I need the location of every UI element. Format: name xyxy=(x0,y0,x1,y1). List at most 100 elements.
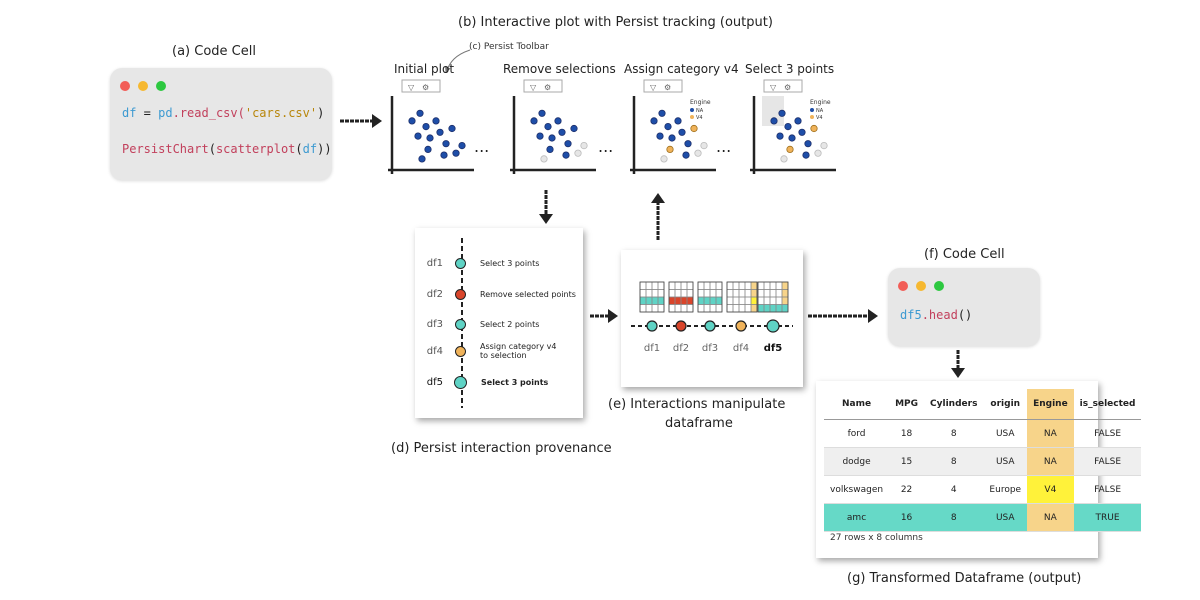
df-label: df5 xyxy=(764,343,783,354)
grid-cell xyxy=(709,289,717,298)
scatter-point xyxy=(666,145,674,153)
scatter-point xyxy=(678,128,686,136)
grid-cell xyxy=(744,289,752,298)
table-row: volkswagen 22 4 Europe V4 FALSE xyxy=(824,475,1142,504)
scatter-point xyxy=(700,142,708,150)
grid-cell xyxy=(709,304,717,313)
scatter-point xyxy=(452,149,460,157)
table-cell: ford xyxy=(824,419,890,448)
scatter-point xyxy=(786,145,794,153)
arrow-f-to-g xyxy=(951,350,965,378)
grid-cell xyxy=(744,296,752,305)
scatter-point xyxy=(668,134,676,142)
table-header-row: Name MPG Cylinders origin Engine is_sele… xyxy=(824,389,1142,420)
grid-cell xyxy=(763,281,771,290)
provenance-node-id: df5 xyxy=(426,376,443,388)
selection-brush xyxy=(762,96,784,126)
persist-toolbar xyxy=(523,79,563,93)
dataframe-grid xyxy=(757,281,789,313)
code-token: () xyxy=(957,308,973,322)
ellipsis-1: ... xyxy=(474,137,489,156)
table-footer: 27 rows x 8 columns xyxy=(830,533,923,543)
grid-cell xyxy=(769,281,777,290)
table-cell: 18 xyxy=(889,419,925,448)
scatter-point xyxy=(674,117,682,125)
grid-cell xyxy=(674,289,682,298)
code-token: df5 xyxy=(900,308,922,322)
ellipsis-2: ... xyxy=(598,137,613,156)
caption-f: (f) Code Cell xyxy=(924,247,1005,262)
grid-cell xyxy=(738,296,746,305)
grid-cell xyxy=(657,289,665,298)
code-token: ( xyxy=(295,142,303,156)
code-token: .head xyxy=(921,308,958,322)
grid-cell xyxy=(645,304,653,313)
provenance-node-id: df4 xyxy=(426,345,443,357)
settings-icon: ⚙ xyxy=(664,83,671,92)
grid-cell xyxy=(651,289,659,298)
timeline-dot-icon xyxy=(735,320,747,332)
table-cell: NA xyxy=(1027,447,1074,476)
grid-cell xyxy=(775,289,783,298)
provenance-node[interactable]: df4 Assign category v4 to selection xyxy=(415,342,562,360)
grid-cell xyxy=(732,281,740,290)
caption-a: (a) Code Cell xyxy=(172,44,256,59)
scatter-point xyxy=(408,117,416,125)
scatter-point xyxy=(530,117,538,125)
scatter-point xyxy=(656,132,664,140)
table-header: Cylinders xyxy=(924,389,984,420)
toolbar-annotation-arrow xyxy=(445,49,471,73)
code-token: df xyxy=(302,142,318,156)
close-dot-icon xyxy=(120,81,130,91)
grid-cell xyxy=(668,289,676,298)
scatter-point xyxy=(820,142,828,150)
scatter-point xyxy=(442,140,450,148)
table-row: dodge 15 8 USA NA FALSE xyxy=(824,447,1142,476)
settings-icon: ⚙ xyxy=(784,83,791,92)
row-highlight xyxy=(758,304,788,312)
scatter-point xyxy=(564,140,572,148)
caption-e-2: dataframe xyxy=(665,416,733,431)
maximize-dot-icon xyxy=(934,281,945,291)
persist-toolbar xyxy=(401,79,441,93)
filter-icon: ▽ xyxy=(770,83,777,92)
legend-label: V4 xyxy=(696,115,703,121)
code-line-f: df5.head() xyxy=(900,308,972,322)
grid-cell xyxy=(686,289,694,298)
scatter-point xyxy=(458,142,466,150)
timeline-dot-icon xyxy=(766,319,780,333)
window-controls xyxy=(898,276,945,295)
settings-icon: ⚙ xyxy=(422,83,429,92)
code-cell-a[interactable]: df = pd.read_csv('cars.csv') PersistChar… xyxy=(110,68,332,180)
grid-cell xyxy=(775,296,783,305)
grid-cell xyxy=(651,304,659,313)
grid-cell xyxy=(680,304,688,313)
table-cell: volkswagen xyxy=(824,475,890,504)
scatter-point xyxy=(778,109,786,117)
grid-cell xyxy=(726,304,734,313)
filter-icon: ▽ xyxy=(530,83,537,92)
scatter-point xyxy=(548,134,556,142)
caption-c: (c) Persist Toolbar xyxy=(469,42,549,52)
table-row: amc 16 8 USA NA TRUE xyxy=(824,503,1142,532)
code-token: scatterplot xyxy=(215,142,296,156)
table-cell: TRUE xyxy=(1073,503,1142,532)
code-cell-f[interactable]: df5.head() xyxy=(888,268,1040,346)
table-cell: dodge xyxy=(824,447,890,476)
provenance-dot-icon xyxy=(455,257,466,269)
table-cell: 4 xyxy=(924,475,984,504)
grid-cell xyxy=(769,289,777,298)
code-line-2: PersistChart(scatterplot(df)) xyxy=(122,142,332,156)
scatter-point xyxy=(802,151,810,159)
provenance-dot-icon xyxy=(454,375,467,389)
arrow-d-to-e xyxy=(590,309,618,323)
provenance-node-label: Assign category v4 to selection xyxy=(480,342,557,360)
table-cell: 16 xyxy=(889,503,925,532)
timeline-dot-icon xyxy=(704,320,716,332)
dataframe-grid xyxy=(639,281,665,313)
